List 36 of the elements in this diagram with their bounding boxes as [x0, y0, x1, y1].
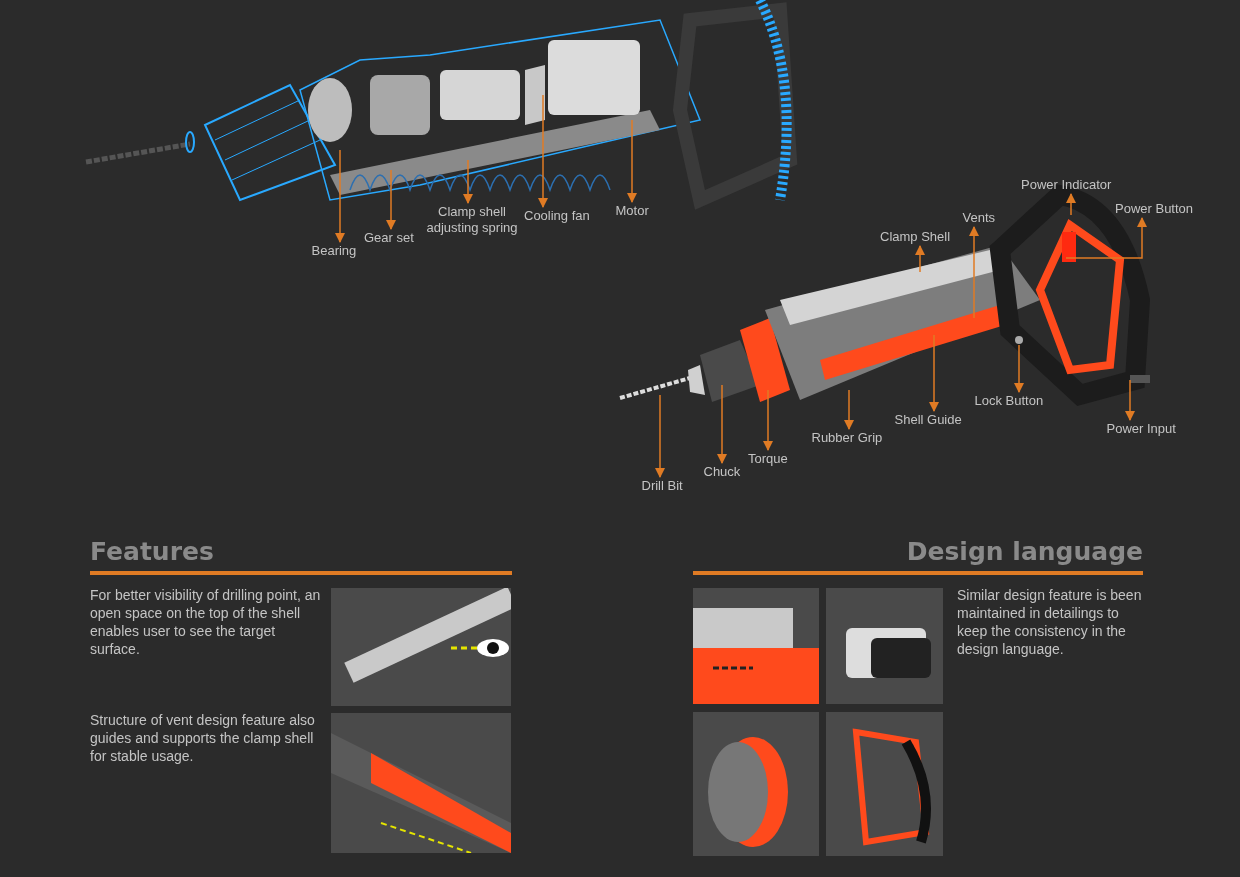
leader-line	[654, 394, 666, 479]
leader-line	[385, 169, 397, 231]
leader-line	[1065, 216, 1148, 259]
part-label: Motor	[615, 203, 649, 219]
description-text: Structure of vent design feature also guides and supports the clamp shell for stable usage.	[90, 711, 315, 765]
part-label: Lock Button	[974, 393, 1044, 409]
part-label: Power Input	[1106, 421, 1176, 437]
leader-line	[537, 94, 549, 209]
leader-line	[968, 225, 980, 319]
part-label: Bearing	[311, 243, 357, 259]
leader-line	[843, 389, 855, 431]
leader-line	[914, 244, 926, 273]
part-label: Clamp Shell	[880, 229, 951, 245]
leader-line	[462, 159, 474, 205]
part-label: Vents	[962, 210, 996, 226]
part-label: Torque	[748, 451, 788, 467]
part-label: Drill Bit	[641, 478, 683, 494]
part-label: Rubber Grip	[811, 430, 883, 446]
part-label: Power Button	[1115, 201, 1194, 217]
part-label: Shell Guide	[894, 412, 962, 428]
leader-line	[716, 384, 728, 465]
description-text: For better visibility of drilling point, an open space on the top of the shell enables user to see the target surface.	[90, 586, 322, 658]
leader-line	[626, 119, 638, 204]
leader-line	[334, 149, 346, 244]
section-heading: Design language	[906, 537, 1143, 566]
description-text: Similar design feature is been maintained in detailings to keep the consistency in the design language.	[957, 586, 1143, 658]
leader-line	[1013, 344, 1025, 394]
part-label: Power Indicator	[1021, 177, 1112, 193]
leader-line	[762, 389, 774, 452]
leader-line	[1124, 379, 1136, 422]
part-label: Gear set	[364, 230, 414, 246]
section-heading: Features	[90, 537, 214, 566]
leader-line	[1065, 192, 1077, 216]
part-label: Cooling fan	[524, 208, 590, 224]
part-label: Chuck	[703, 464, 741, 480]
leader-line	[928, 334, 940, 413]
